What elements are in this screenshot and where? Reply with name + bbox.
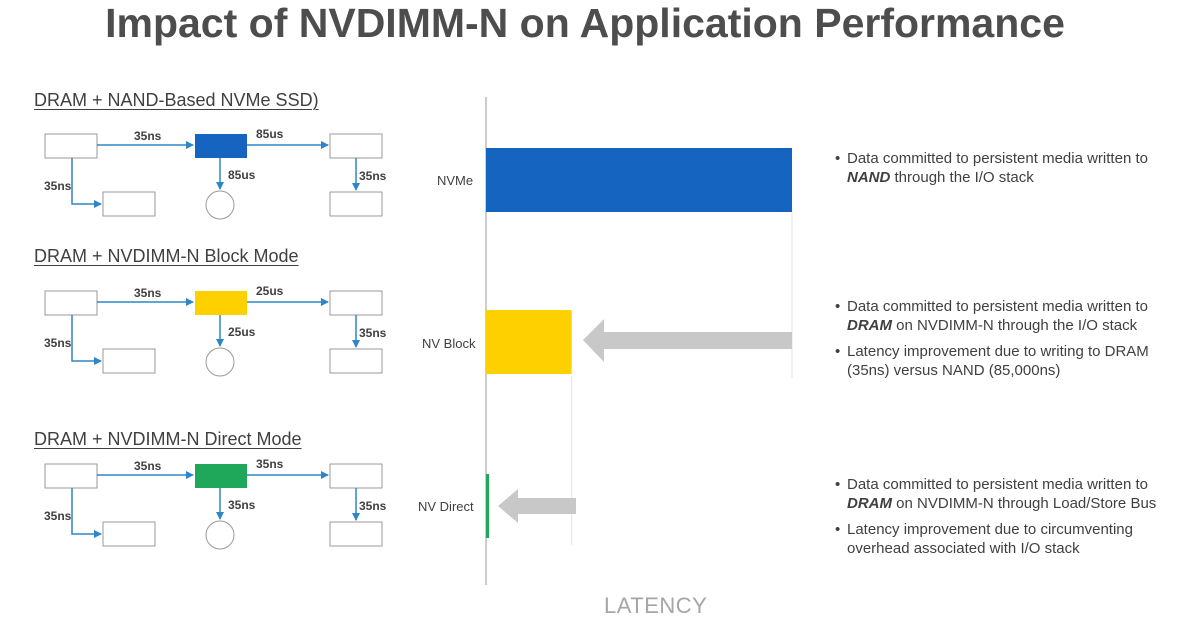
bullet: • xyxy=(835,476,841,493)
note-item: • Latency improvement due to writing to … xyxy=(835,343,1149,379)
notes-nvme: • Data committed to persistent media wri… xyxy=(835,149,1195,194)
cpu-box xyxy=(102,521,156,547)
latency-label-top: 35ns xyxy=(134,459,162,473)
bar-nv-direct xyxy=(486,474,490,538)
latency-label-right: 85us xyxy=(256,127,284,141)
bullet: • xyxy=(835,298,841,315)
target-box xyxy=(329,290,383,316)
notes-nv-block: • Data committed to persistent media wri… xyxy=(835,297,1195,387)
arrow-dram-to-cpu xyxy=(71,158,102,208)
media-circle xyxy=(205,190,235,220)
note-item: • Latency improvement due to circumventi… xyxy=(835,521,1133,557)
latency-label-top: 35ns xyxy=(134,129,162,143)
x-axis-label: LATENCY xyxy=(604,593,708,618)
bullet: • xyxy=(835,521,841,538)
latency-label-left: 35ns xyxy=(44,509,72,523)
note-item: • Data committed to persistent media wri… xyxy=(835,150,1148,186)
diagram-title-nv-direct: DRAM + NVDIMM-N Direct Mode xyxy=(34,429,302,449)
latency-label-left: 35ns xyxy=(44,336,72,350)
latency-label-down: 25us xyxy=(228,325,256,339)
bullet: • xyxy=(835,150,841,167)
dram-box xyxy=(44,290,98,316)
page-title: Impact of NVDIMM-N on Application Perfor… xyxy=(105,0,1065,46)
bar-nvme xyxy=(486,148,792,212)
latency-label-top: 35ns xyxy=(134,286,162,300)
latency-label-right: 25us xyxy=(256,284,284,298)
category-label-nv-block: NV Block xyxy=(422,336,476,351)
improvement-arrow-block xyxy=(583,319,792,362)
dram-box xyxy=(44,463,98,489)
notes-nv-direct: • Data committed to persistent media wri… xyxy=(835,475,1195,565)
storage-box xyxy=(195,134,247,158)
target-sub-box xyxy=(329,521,383,547)
target-sub-box xyxy=(329,191,383,217)
latency-label-left: 35ns xyxy=(44,179,72,193)
bullet: • xyxy=(835,343,841,360)
dram-box xyxy=(44,133,98,159)
cpu-box xyxy=(102,191,156,217)
flow-diagram: 35ns 35ns 35ns 35ns 35ns xyxy=(44,457,387,550)
latency-label-down: 35ns xyxy=(228,498,256,512)
category-label-nvme: NVMe xyxy=(437,173,474,188)
flow-diagram: 35ns 85us 85us 35ns 35ns xyxy=(44,127,387,220)
target-box xyxy=(329,463,383,489)
target-box xyxy=(329,133,383,159)
diagram-title-nv-block: DRAM + NVDIMM-N Block Mode xyxy=(34,246,299,266)
latency-chart xyxy=(485,97,793,585)
bar-nv-block xyxy=(486,310,572,374)
cpu-box xyxy=(102,348,156,374)
latency-label-right: 35ns xyxy=(256,457,284,471)
note-item: • Data committed to persistent media wri… xyxy=(835,298,1148,334)
latency-label-far: 35ns xyxy=(359,169,387,183)
latency-label-down: 85us xyxy=(228,168,256,182)
media-circle xyxy=(205,347,235,377)
improvement-arrow-direct xyxy=(498,489,576,523)
target-sub-box xyxy=(329,348,383,374)
latency-label-far: 35ns xyxy=(359,326,387,340)
arrow-dram-to-cpu xyxy=(71,315,102,365)
storage-box xyxy=(195,464,247,488)
latency-label-far: 35ns xyxy=(359,499,387,513)
note-item: • Data committed to persistent media wri… xyxy=(835,476,1157,512)
category-label-nv-direct: NV Direct xyxy=(418,499,474,514)
diagram-title-nvme: DRAM + NAND-Based NVMe SSD) xyxy=(34,90,319,110)
arrow-dram-to-cpu xyxy=(71,488,102,538)
flow-diagram: 35ns 25us 25us 35ns 35ns xyxy=(44,284,387,377)
media-circle xyxy=(205,520,235,550)
storage-box xyxy=(195,291,247,315)
